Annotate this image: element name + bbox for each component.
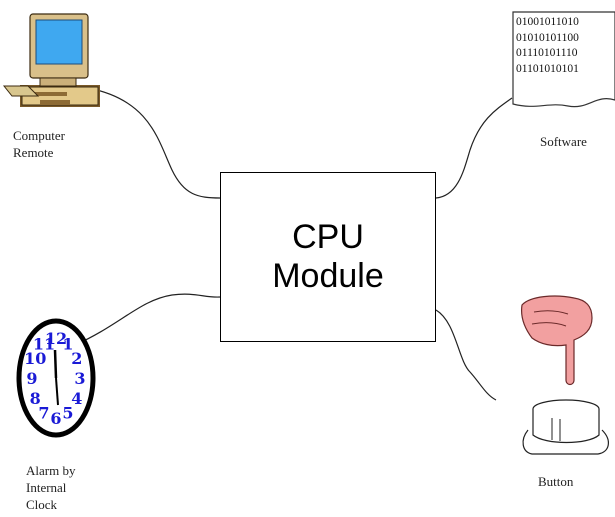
push-button-icon [522, 399, 609, 455]
pointing-hand-icon [521, 295, 593, 386]
clock-numeral: 7 [38, 404, 49, 423]
clock-numeral: 6 [50, 409, 61, 428]
clock-numeral: 1 [62, 334, 73, 353]
clock-numeral: 8 [30, 389, 41, 408]
clock-numeral: 12 [45, 329, 67, 348]
button-label: Button [538, 474, 574, 489]
connector-computer [87, 87, 221, 199]
computer-icon [2, 13, 100, 107]
binary-document-icon [512, 11, 615, 108]
clock-numeral: 11 [33, 334, 55, 353]
clock-numeral: 3 [74, 369, 85, 388]
clock-minute-hand [55, 377, 59, 406]
clock-numeral: 9 [26, 369, 37, 388]
software-label: Software [540, 134, 587, 149]
connector-software [435, 97, 513, 199]
clock-numeral: 4 [71, 389, 82, 408]
cpu-label-line2: Module [272, 257, 384, 295]
cpu-label-line1: CPU [292, 218, 364, 256]
clock-hour-hand [53, 349, 58, 379]
clock-numeral: 5 [62, 404, 73, 423]
connector-alarm [74, 293, 221, 346]
connector-button [435, 309, 497, 401]
clock-numeral: 10 [24, 349, 46, 368]
clock-numeral: 2 [71, 349, 82, 368]
